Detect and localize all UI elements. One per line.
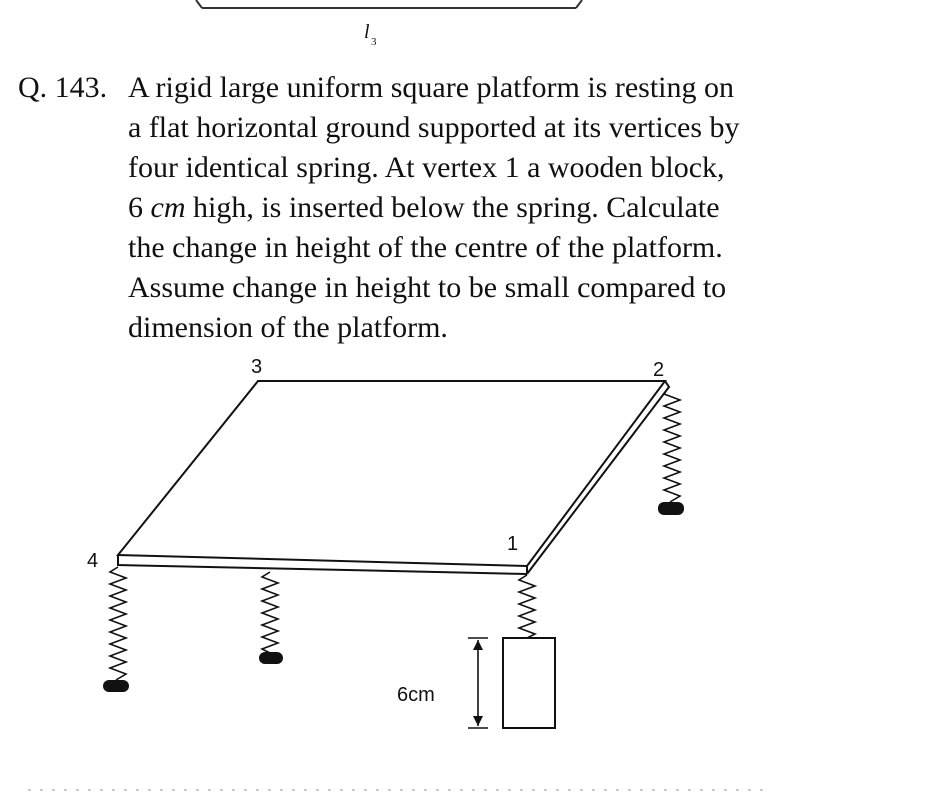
vertex-label-3: 3: [251, 356, 262, 378]
fragment-right-edge: [575, 0, 583, 9]
question-line: 6 cm high, is inserted below the spring.…: [128, 188, 778, 228]
platform-top-face: [115, 380, 667, 568]
line-prefix: 6: [128, 191, 151, 224]
question-line: Assume change in height to be small comp…: [128, 271, 727, 304]
vertex-label-1: 1: [507, 533, 518, 555]
spring-front-middle: [259, 571, 281, 654]
spring-vertex-4: [107, 566, 129, 681]
question-line: the change in height of the centre of th…: [128, 231, 723, 264]
question-number: Q. 143.: [18, 71, 108, 104]
wooden-block: [502, 637, 556, 729]
question-line: A rigid large uniform square platform is…: [128, 71, 734, 104]
question-line: four identical spring. At vertex 1 a woo…: [128, 151, 725, 184]
spring-foot-vertex-2: [658, 502, 684, 515]
spring-foot-front-middle: [259, 652, 283, 664]
previous-figure-fragment: l 3: [195, 0, 583, 48]
platform-diagram: 6cm 1 2 3 4: [28, 356, 770, 791]
spring-vertex-1: [516, 574, 538, 639]
line-suffix: high, is inserted below the spring. Calc…: [185, 191, 720, 224]
question-line: dimension of the platform.: [128, 311, 448, 344]
fragment-left-edge: [195, 0, 203, 9]
platform-front-edge: [117, 555, 528, 575]
block-height-label: 6cm: [397, 684, 435, 706]
vertex-label-2: 2: [653, 359, 664, 381]
fragment-label: l: [364, 21, 370, 43]
platform-right-edge: [526, 380, 671, 575]
spring-foot-vertex-4: [103, 680, 129, 692]
block-height-dimension: [468, 637, 488, 729]
fragment-label-subscript: 3: [371, 36, 377, 48]
question-text: A rigid large uniform square platform is…: [128, 68, 778, 348]
spring-vertex-2: [661, 387, 683, 503]
vertex-label-4: 4: [87, 550, 98, 572]
unit-cm: cm: [150, 191, 186, 224]
question-line: a flat horizontal ground supported at it…: [128, 111, 740, 144]
